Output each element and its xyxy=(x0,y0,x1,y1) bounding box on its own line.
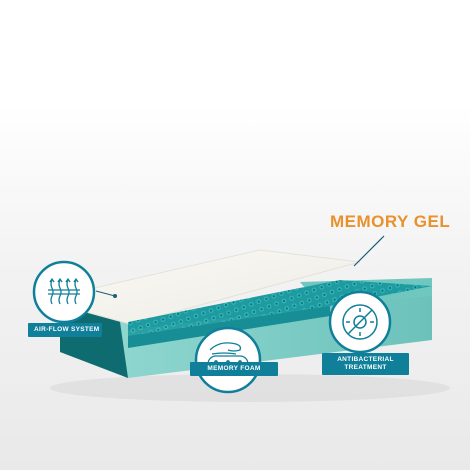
no-bacteria-icon xyxy=(342,304,378,340)
floor-shadow xyxy=(50,374,450,402)
airflow-pointer-line xyxy=(95,290,116,297)
airflow-badge xyxy=(32,260,96,324)
memory-gel-pointer xyxy=(353,235,385,267)
antibacterial-label: ANTIBACTERIAL TREATMENT xyxy=(322,353,409,375)
airflow-icon xyxy=(48,277,80,305)
memory-foam-badge xyxy=(194,326,262,394)
antibacterial-badge xyxy=(328,290,392,354)
memory-foam-label: MEMORY FOAM xyxy=(190,362,278,376)
memory-gel-front xyxy=(128,290,330,340)
product-title: MEMORY GEL xyxy=(330,212,451,231)
mattress-top-layer xyxy=(41,249,361,325)
airflow-label: AIR-FLOW SYSTEM xyxy=(28,323,102,337)
